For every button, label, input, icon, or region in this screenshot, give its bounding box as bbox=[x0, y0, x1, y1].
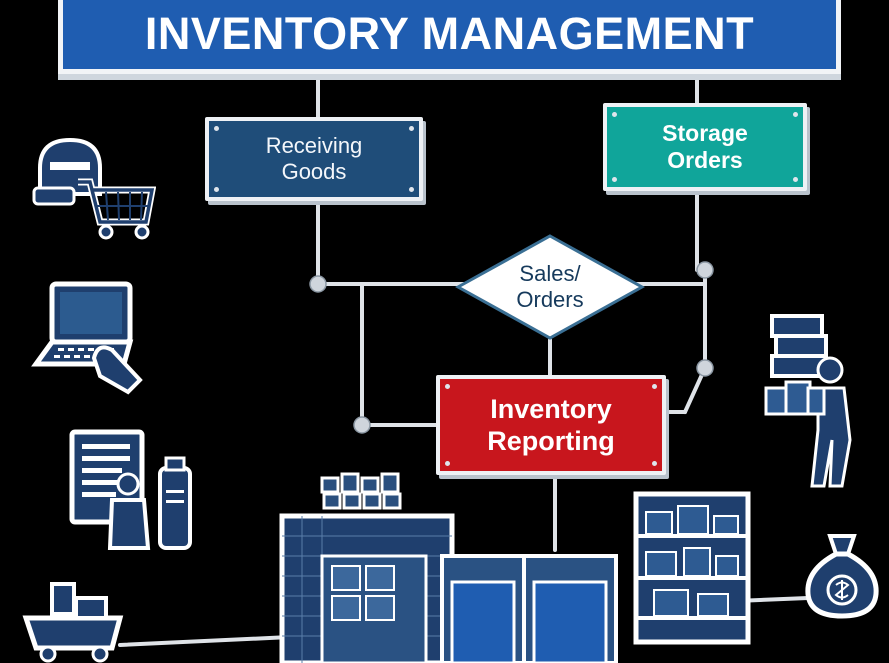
rivet-dot bbox=[409, 126, 414, 131]
worker-with-boxes-icon bbox=[764, 314, 852, 488]
storage-orders-box[interactable]: Storage Orders bbox=[603, 103, 807, 191]
rivet-dot bbox=[214, 187, 219, 192]
rivet-dot bbox=[652, 461, 657, 466]
money-bag-icon bbox=[805, 534, 879, 619]
clipboard-worker-icon bbox=[69, 429, 192, 550]
inventory-reporting-label: Inventory Reporting bbox=[487, 394, 615, 456]
rivet-dot bbox=[445, 461, 450, 466]
sales-orders-label: Sales/ Orders bbox=[516, 261, 584, 312]
rivet-dot bbox=[409, 187, 414, 192]
title-banner: INVENTORY MANAGEMENT bbox=[58, 0, 841, 74]
shopping-cart-icon bbox=[32, 137, 156, 240]
rivet-dot bbox=[652, 384, 657, 389]
warehouse-icon bbox=[279, 472, 618, 663]
laptop-icon bbox=[31, 281, 143, 395]
receiving-goods-label: Receiving Goods bbox=[265, 133, 363, 184]
delivery-truck-icon bbox=[22, 582, 124, 663]
rivet-dot bbox=[612, 112, 617, 117]
sales-orders-label-wrap: Sales/ Orders bbox=[455, 233, 645, 341]
rivet-dot bbox=[793, 177, 798, 182]
rivet-dot bbox=[793, 112, 798, 117]
shelving-icon bbox=[633, 491, 751, 645]
rivet-dot bbox=[612, 177, 617, 182]
rivet-dot bbox=[445, 384, 450, 389]
sales-orders-diamond[interactable] bbox=[455, 233, 645, 341]
rivet-dot bbox=[214, 126, 219, 131]
storage-orders-label: Storage Orders bbox=[662, 120, 748, 173]
inventory-reporting-box[interactable]: Inventory Reporting bbox=[436, 375, 666, 475]
page-title: INVENTORY MANAGEMENT bbox=[144, 8, 755, 59]
receiving-goods-box[interactable]: Receiving Goods bbox=[205, 117, 423, 201]
